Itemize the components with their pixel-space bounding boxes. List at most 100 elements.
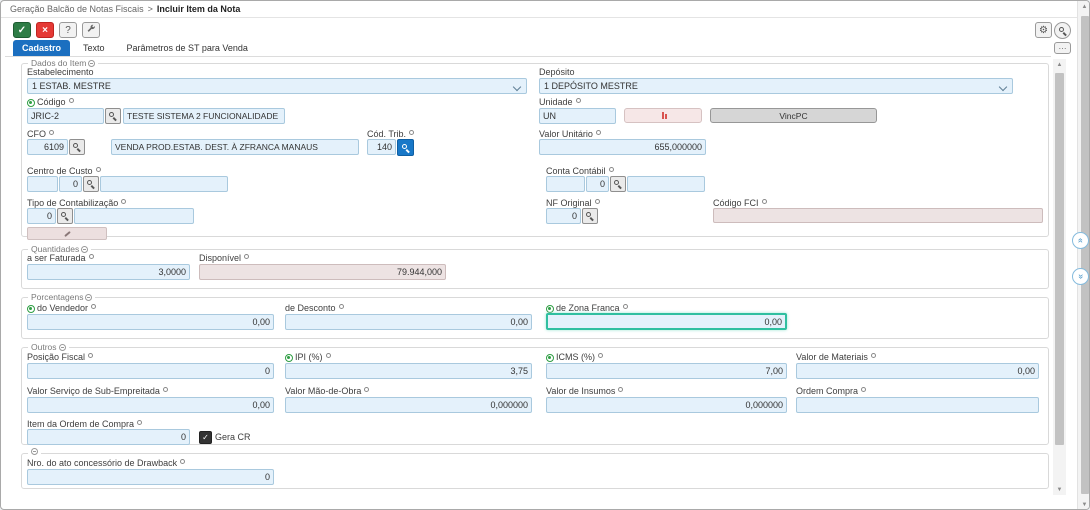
tab-texto[interactable]: Texto [83,43,105,53]
codigo-input[interactable] [27,108,104,124]
page-scroll-up-arrow[interactable]: ▲ [1081,4,1088,10]
field-help-icon [364,387,370,392]
red-mark-icon [662,112,667,119]
legend-text: Dados do Item [31,58,87,68]
valor-sub-empreitada-input[interactable] [27,397,274,413]
codigo-fci-label: Código FCI [713,199,767,208]
codigo-descricao-input[interactable] [123,108,285,124]
nf-original-label: NF Original [546,199,600,208]
breadcrumb: Geração Balcão de Notas Fiscais > Inclui… [1,1,1086,18]
centro-custo-codigo-input[interactable] [27,176,58,192]
de-zona-franca-input[interactable] [546,313,787,330]
scroll-to-top-button[interactable]: « [1072,232,1089,249]
nf-original-input[interactable] [546,208,581,224]
ellipsis-icon: ··· [1058,43,1067,53]
valor-unitario-input[interactable] [539,139,706,155]
magnifier-icon [86,179,96,189]
page-scroll-down-arrow[interactable]: ▼ [1081,502,1088,508]
icms-input[interactable] [546,363,787,379]
field-help-icon [761,199,767,204]
section-outros-legend: Outros [28,342,69,352]
legend-text: Quantidades [31,244,80,254]
do-vendedor-input[interactable] [27,314,274,330]
cod-trib-label: Cód. Trib. [367,130,415,139]
conta-contabil-descricao-input[interactable] [627,176,705,192]
settings-button[interactable]: ⚙ [1035,22,1052,38]
drawback-input[interactable] [27,469,274,485]
conta-contabil-lookup-button[interactable] [610,176,626,192]
magnifier-icon [108,111,118,121]
ipi-input[interactable] [285,363,532,379]
cod-trib-input[interactable] [367,139,396,155]
item-ordem-compra-label: Item da Ordem de Compra [27,420,143,429]
valor-insumos-input[interactable] [546,397,787,413]
disponivel-label: Disponível [199,254,250,263]
valor-materiais-input[interactable] [796,363,1039,379]
cfo-descricao-input[interactable] [111,139,359,155]
deposito-select[interactable]: 1 DEPÓSITO MESTRE [539,78,1013,94]
tab-cadastro[interactable]: Cadastro [13,40,71,56]
form-scrollbar[interactable]: ▲ ▼ [1053,59,1066,495]
centro-custo-lookup-button[interactable] [83,176,99,192]
scroll-down-arrow[interactable]: ▼ [1056,486,1063,493]
tipo-contabilizacao-descricao-input[interactable] [74,208,194,224]
centro-custo-descricao-input[interactable] [100,176,228,192]
cancel-button[interactable]: × [36,22,54,38]
field-help-icon [68,98,74,103]
scrollbar-thumb[interactable] [1055,73,1064,445]
cfo-lookup-button[interactable] [69,139,85,155]
collapse-icon[interactable] [58,343,66,351]
de-desconto-input[interactable] [285,314,532,330]
cfo-input[interactable] [27,139,68,155]
breadcrumb-parent[interactable]: Geração Balcão de Notas Fiscais [10,4,144,14]
magnifier-icon [585,211,595,221]
page-scrollbar-thumb[interactable] [1081,16,1089,494]
estabelecimento-select[interactable]: 1 ESTAB. MESTRE [27,78,527,94]
scroll-to-bottom-button[interactable]: « [1072,268,1089,285]
page-scrollbar[interactable]: ▲ ▼ [1077,1,1089,509]
tipo-contabilizacao-label: Tipo de Contabilização [27,199,127,208]
nf-original-lookup-button[interactable] [582,208,598,224]
conta-contabil-codigo-input[interactable] [546,176,585,192]
magnifier-icon [613,179,623,189]
section-dados-do-item: Dados do Item [21,58,1049,237]
unidade-input[interactable] [539,108,616,124]
tipo-contabilizacao-input[interactable] [27,208,56,224]
help-button[interactable]: ? [59,22,77,38]
magnifier-icon [401,143,411,153]
collapse-icon[interactable] [88,59,96,67]
collapse-icon[interactable] [85,293,93,301]
ordem-compra-input[interactable] [796,397,1039,413]
centro-custo-numero-input[interactable] [59,176,82,192]
codigo-lookup-button[interactable] [105,108,121,124]
check-icon: ✓ [202,433,209,442]
field-help-icon [594,199,600,204]
section-drawback-legend [28,448,41,455]
double-chevron-up-icon: « [1076,237,1087,244]
vincpc-button[interactable]: VincPC [710,108,877,123]
field-help-icon [49,130,54,135]
valor-mao-de-obra-input[interactable] [285,397,532,413]
scroll-up-arrow[interactable]: ▲ [1056,61,1063,68]
collapse-icon[interactable] [31,448,38,455]
item-flag-button[interactable] [624,108,702,123]
codigo-fci-input [713,208,1043,223]
posicao-fiscal-input[interactable] [27,363,274,379]
conta-contabil-numero-input[interactable] [586,176,609,192]
field-help-icon [88,254,94,259]
breadcrumb-separator: > [147,4,153,14]
confirm-button[interactable]: ✓ [13,22,31,38]
wrench-icon [86,24,96,37]
search-button[interactable] [1054,22,1071,39]
collapse-icon[interactable] [81,245,89,253]
tab-parametros-st[interactable]: Parâmetros de ST para Venda [126,43,248,53]
cod-trib-lookup-button[interactable] [397,139,414,156]
ipi-label: IPI (%) [285,353,331,362]
tipo-contabilizacao-lookup-button[interactable] [57,208,73,224]
more-options-button[interactable]: ··· [1054,42,1071,54]
item-ordem-compra-input[interactable] [27,429,190,445]
tools-button[interactable] [82,22,100,38]
a-ser-faturada-input[interactable] [27,264,190,280]
gera-cr-checkbox[interactable]: ✓ [199,431,212,444]
field-help-icon [608,167,614,172]
